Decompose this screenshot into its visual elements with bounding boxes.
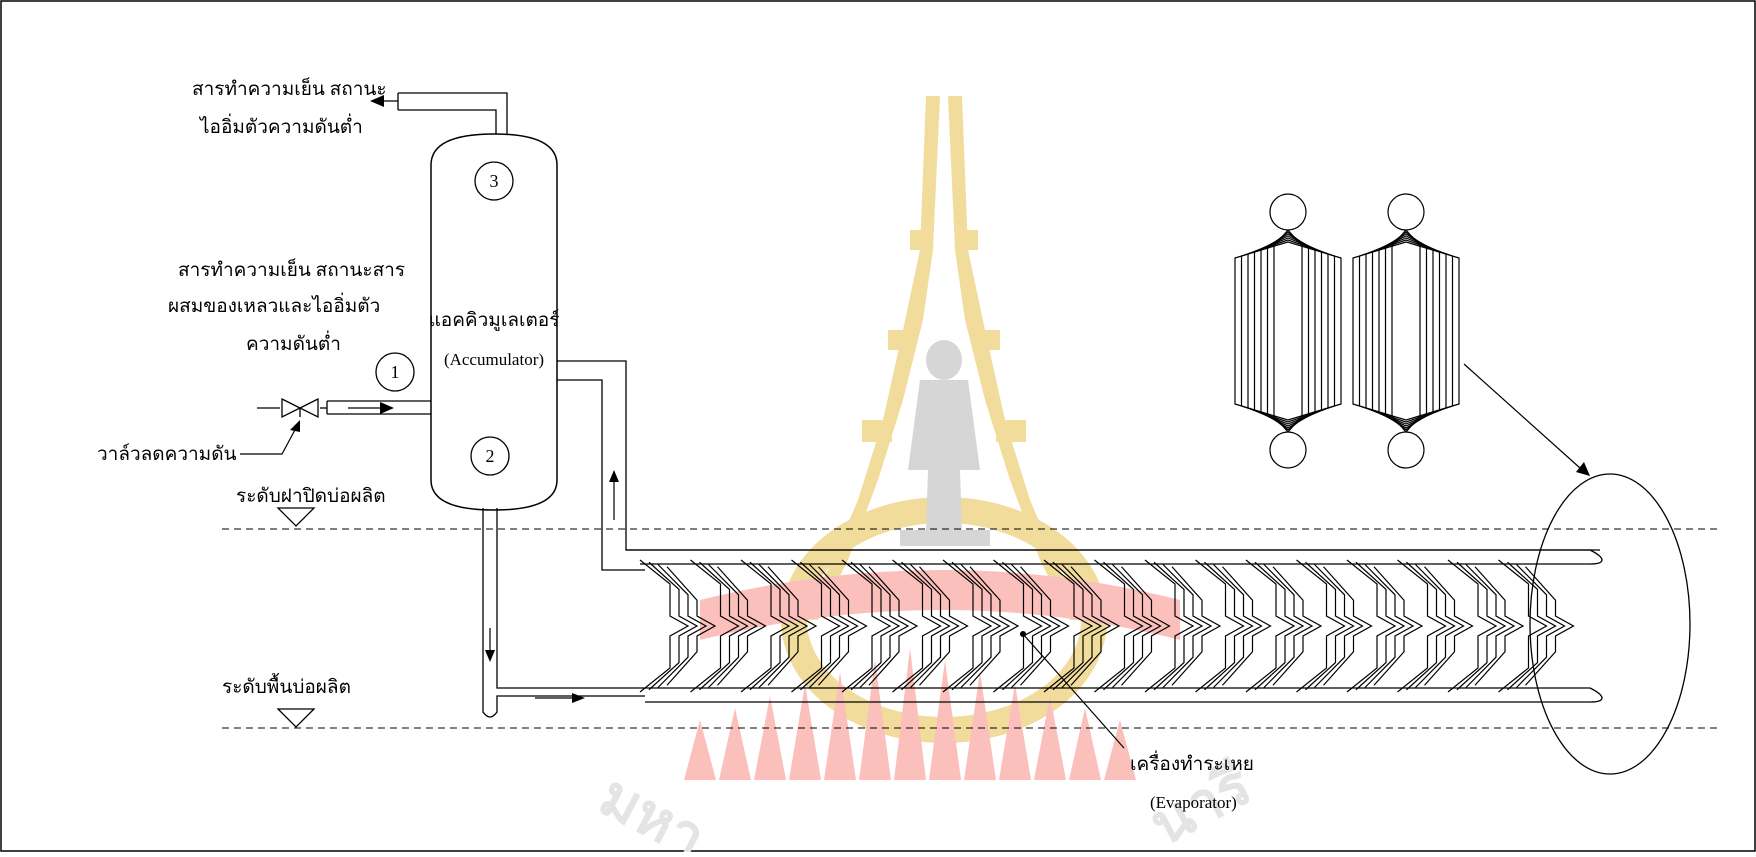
accumulator-label-english: (Accumulator) [444, 350, 544, 369]
evaporator-label-english: (Evaporator) [1150, 793, 1237, 812]
svg-text:3: 3 [490, 171, 499, 191]
expansion-valve-icon [282, 399, 318, 417]
flow-arrow-icon [290, 420, 300, 432]
svg-text:1: 1 [391, 362, 400, 382]
inlet-label-line2: ผสมของเหลวและไออิ่มตัว [168, 292, 380, 317]
plate-header-bottom [1270, 432, 1306, 468]
plate-coil-line [1235, 242, 1341, 420]
plate-coil-line [1392, 230, 1420, 432]
plate-coil-line [1255, 236, 1322, 426]
plate-coil-line [1248, 238, 1328, 424]
plate-coil-line [1242, 240, 1335, 422]
flow-arrow-icon [1576, 462, 1590, 476]
evaporator-coil-line [640, 560, 688, 692]
point-3: 3 [475, 162, 513, 200]
evaporator-label-thai: เครื่องทำระเหย [1130, 750, 1254, 775]
inlet-label-line3: ความดันต่ำ [246, 330, 341, 355]
plate-coil-detail-2 [1353, 194, 1459, 468]
plate-coil-line [1261, 234, 1315, 428]
plate-coil-detail-1 [1235, 194, 1341, 468]
watermark-ray [754, 696, 786, 780]
university-watermark: มหา นารี [589, 96, 1261, 852]
evaporator-coil-line [649, 562, 697, 690]
point-2: 2 [471, 437, 509, 475]
watermark-ray [684, 720, 716, 780]
flow-arrow-icon [572, 693, 585, 703]
plate-coil-line [1274, 230, 1302, 432]
watermark-ray [719, 708, 751, 780]
flow-arrow-icon [485, 650, 495, 662]
flow-arrow-icon [609, 470, 619, 482]
valve-label: วาล์วลดความดัน [97, 443, 237, 465]
detail-ellipse [1530, 474, 1690, 774]
detail-leader [1464, 364, 1580, 468]
plate-coil-line [1360, 240, 1453, 422]
valve-leader [240, 428, 296, 454]
plate-coil-line [1373, 236, 1440, 426]
outlet-label-line1: สารทำความเย็น สถานะ [192, 76, 387, 100]
plate-header-bottom [1388, 432, 1424, 468]
svg-text:2: 2 [486, 446, 495, 466]
inlet-pipe [257, 401, 431, 414]
plate-coil-line [1366, 238, 1446, 424]
accumulator-label-thai: แอคคิวมูเลเตอร์ [429, 309, 560, 331]
liquid-pipe [483, 508, 645, 717]
watermark-ray [789, 684, 821, 780]
outlet-pipe [378, 93, 507, 134]
plate-header-top [1388, 194, 1424, 230]
inlet-label-line1: สารทำความเย็น สถานะสาร [178, 257, 405, 281]
return-pipe [557, 361, 1600, 570]
lid-level-label: ระดับฝาปิดบ่อผลิต [236, 486, 386, 507]
plate-coil-line [1353, 242, 1459, 420]
plate-coil-line [1379, 234, 1433, 428]
outlet-label-line2: ไออิ่มตัวความดันต่ำ [198, 113, 363, 138]
floor-level-label: ระดับพื้นบ่อผลิต [222, 673, 351, 698]
watermark-ray [1069, 708, 1101, 780]
flow-arrow-icon [380, 402, 394, 414]
plate-header-top [1270, 194, 1306, 230]
level-marker-icon [278, 508, 314, 526]
level-marker-icon [278, 709, 314, 727]
point-1: 1 [376, 353, 414, 391]
